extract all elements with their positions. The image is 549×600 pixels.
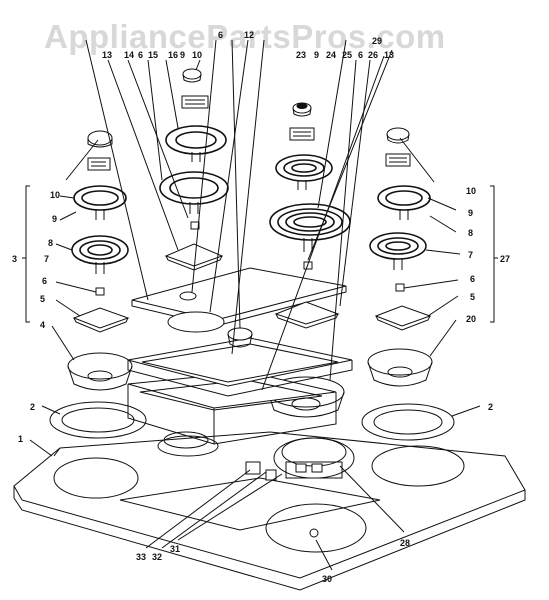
left-column-parts (71, 130, 130, 333)
callout-label: 4 (40, 320, 45, 330)
callout-label: 9 (180, 50, 185, 60)
callout-label: 10 (466, 186, 476, 196)
center-cover-plate (127, 337, 353, 397)
callout-label: 12 (244, 30, 254, 40)
callout-label: 23 (296, 50, 306, 60)
callout-label: 29 (372, 36, 382, 46)
terminal-block-small (245, 461, 277, 481)
callout-label: 31 (170, 544, 180, 554)
callout-label: 33 (136, 552, 146, 562)
callout-label: 2 (488, 402, 493, 412)
callout-label: 6 (42, 276, 47, 286)
drip-bowl-left (67, 352, 133, 391)
callout-label: 32 (152, 552, 162, 562)
callout-label: 5 (470, 292, 475, 302)
callout-label: 30 (322, 574, 332, 584)
callout-label: 8 (48, 238, 53, 248)
callout-labels: 13 14 6 15 16 9 10 12 23 9 24 25 6 26 13… (12, 30, 510, 584)
callout-label: 9 (52, 214, 57, 224)
callout-label: 27 (500, 254, 510, 264)
callout-label: 20 (466, 314, 476, 324)
callout-label: 3 (12, 254, 17, 264)
callout-label: 2 (30, 402, 35, 412)
trim-ring-right (361, 403, 455, 441)
callout-label: 26 (368, 50, 378, 60)
callout-label: 6 (218, 30, 223, 40)
callout-label: 9 (314, 50, 319, 60)
leader-lines (22, 39, 498, 571)
receptacle-block (273, 437, 355, 479)
right-center-column-parts (269, 102, 351, 329)
callout-label: 7 (468, 250, 473, 260)
trim-ring-left (49, 401, 147, 439)
callout-label: 7 (44, 254, 49, 264)
callout-label: 6 (470, 274, 475, 284)
callout-label: 5 (40, 294, 45, 304)
callout-label: 15 (148, 50, 158, 60)
callout-label: 6 (358, 50, 363, 60)
callout-label: 8 (468, 228, 473, 238)
right-column-parts (369, 127, 432, 331)
callout-label: 9 (468, 208, 473, 218)
callout-label: 16 (168, 50, 178, 60)
callout-label: 6 (138, 50, 143, 60)
callout-label: 28 (400, 538, 410, 548)
center-bowl-under (167, 311, 225, 333)
drip-bowl-right (367, 348, 433, 387)
callout-label: 1 (18, 434, 23, 444)
cooktop-base-panel (13, 431, 526, 591)
callout-label: 10 (192, 50, 202, 60)
callout-label: 10 (50, 190, 60, 200)
callout-label: 24 (326, 50, 336, 60)
callout-label: 13 (102, 50, 112, 60)
callout-label: 25 (342, 50, 352, 60)
callout-label: 14 (124, 50, 134, 60)
callout-label: 13 (384, 50, 394, 60)
left-center-column-parts (159, 68, 229, 271)
